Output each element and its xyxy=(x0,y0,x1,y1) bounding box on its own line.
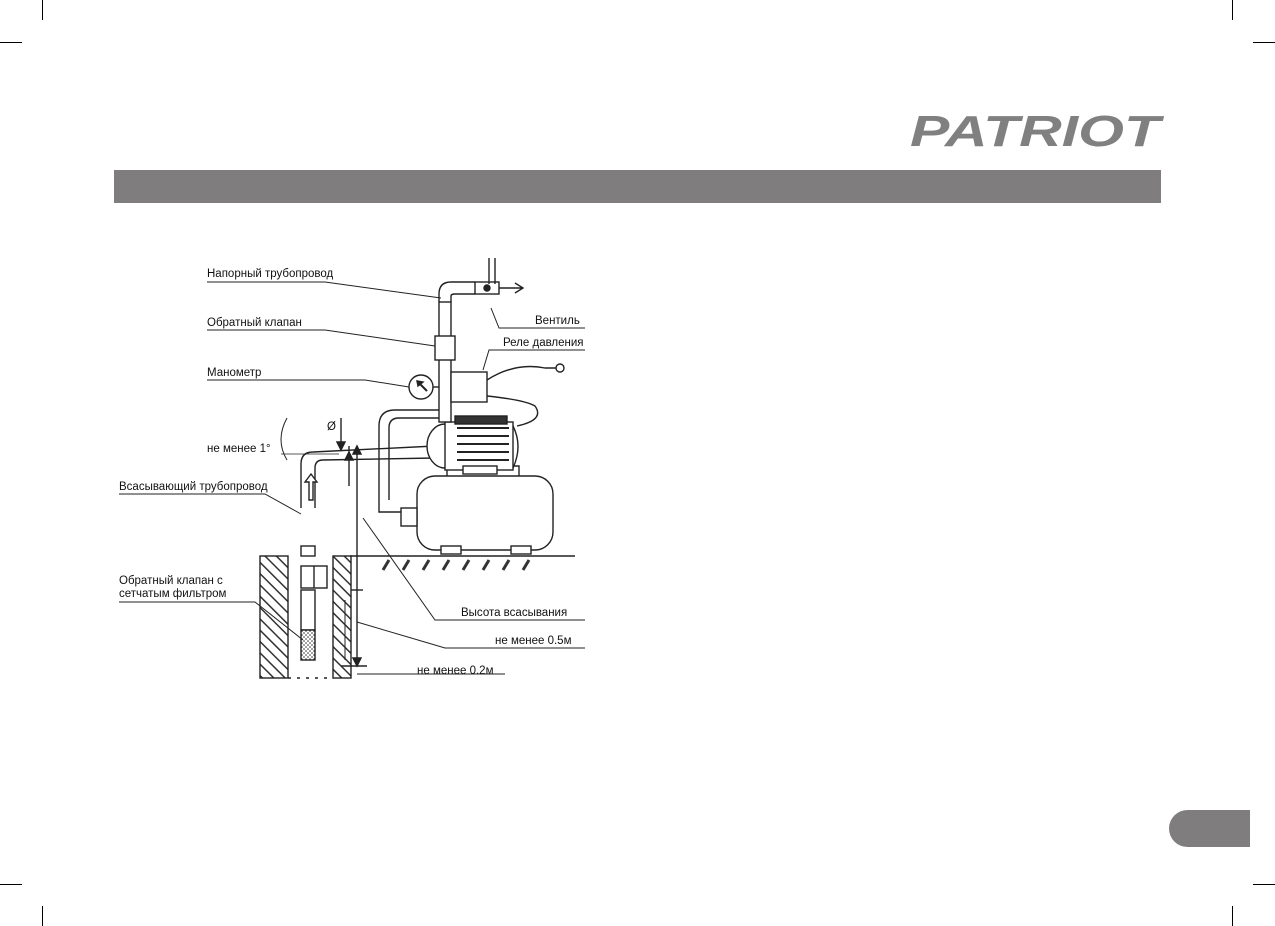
label-pressure-pipe: Напорный трубопровод xyxy=(207,268,334,280)
leader-05 xyxy=(356,621,585,649)
header-band xyxy=(114,170,1161,203)
leader-relay xyxy=(482,349,585,371)
leader-height xyxy=(362,517,585,621)
label-check-valve: Обратный клапан xyxy=(207,317,302,329)
label-min-05: не менее 0.5м xyxy=(495,635,572,647)
crop-mark xyxy=(42,0,43,20)
leader-valve xyxy=(490,307,585,329)
manometer xyxy=(408,374,434,400)
page-tab xyxy=(1169,810,1250,847)
label-angle-min: не менее 1° xyxy=(207,443,271,455)
label-min-02: не менее 0.2м xyxy=(417,665,494,677)
flow-arrow xyxy=(303,472,319,501)
leader-suction-pipe xyxy=(119,493,302,515)
label-manometer: Манометр xyxy=(207,367,262,379)
well-wall-right xyxy=(332,555,352,679)
pressure-relay xyxy=(450,371,488,403)
crop-mark xyxy=(1253,884,1275,885)
crop-mark xyxy=(42,906,43,926)
pump-installation-diagram: Напорный трубопровод Обратный клапан Вен… xyxy=(105,250,605,690)
label-suction-height: Высота всасывания xyxy=(461,607,568,619)
logo-text: PATRIOT xyxy=(910,108,1164,152)
pressure-tank xyxy=(416,475,554,551)
label-valve: Вентиль xyxy=(535,315,580,327)
crop-mark xyxy=(1253,42,1275,43)
label-filter-line2: сетчатым фильтром xyxy=(119,588,227,600)
leader-pressure-pipe xyxy=(207,281,442,299)
patriot-logo: PATRIOT xyxy=(910,108,1164,152)
label-suction-pipe: Всасывающий трубопровод xyxy=(119,481,268,493)
leader-check-valve xyxy=(207,329,436,347)
diagram-drawing xyxy=(119,258,585,679)
check-valve xyxy=(434,335,456,361)
ground-hatch xyxy=(381,559,531,571)
suction-pipe xyxy=(300,445,436,508)
label-diameter: Ø xyxy=(327,421,336,433)
leader-filter xyxy=(119,601,304,641)
crop-mark xyxy=(1232,0,1233,20)
crop-mark xyxy=(0,42,22,43)
leader-manometer xyxy=(207,379,410,388)
manifold xyxy=(438,301,452,423)
check-valve-filter xyxy=(300,629,316,661)
crop-mark xyxy=(0,884,22,885)
label-pressure-relay: Реле давления xyxy=(503,337,584,349)
crop-mark xyxy=(1232,906,1233,926)
label-filter-line1: Обратный клапан с xyxy=(119,575,223,587)
